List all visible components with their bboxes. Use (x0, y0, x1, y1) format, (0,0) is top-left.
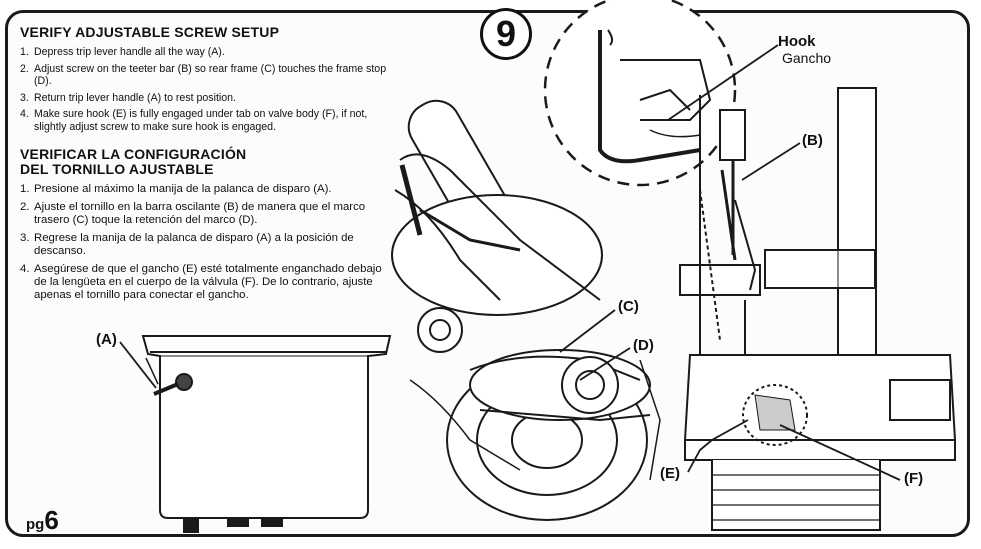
spanish-heading-line1: VERIFICAR LA CONFIGURACIÓN (20, 146, 247, 162)
english-step: 1. Depress trip lever handle all the way … (20, 46, 390, 59)
step-number: 4. (20, 263, 30, 275)
step-text: Depress trip lever handle all the way (A… (34, 46, 225, 58)
spanish-steps: 1. Presione al máximo la manija de la pal… (20, 183, 390, 302)
step-number: 2. (20, 62, 29, 75)
english-step: 4. Make sure hook (E) is fully engaged un… (20, 108, 390, 133)
label-hook-en: Hook (778, 33, 816, 50)
english-steps: 1. Depress trip lever handle all the way … (20, 46, 390, 133)
english-step: 2. Adjust screw on the teeter bar (B) so … (20, 63, 390, 88)
label-a: (A) (96, 331, 117, 348)
page-number-value: 6 (44, 505, 59, 535)
hook-detail-inset (543, 0, 737, 187)
step-text: Regrese la manija de la palanca de dispa… (34, 232, 354, 257)
leader-hook (667, 44, 779, 121)
step-text: Return trip lever handle (A) to rest pos… (34, 91, 236, 104)
english-heading: VERIFY ADJUSTABLE SCREW SETUP (20, 24, 280, 40)
leader-f (779, 424, 901, 481)
spanish-step: 4. Asegúrese de que el gancho (E) esté to… (20, 263, 390, 302)
label-c: (C) (618, 298, 639, 315)
step-number: 4. (20, 108, 29, 120)
step-number: 1. (20, 46, 29, 58)
leader-d (579, 347, 631, 381)
valve-assembly-drawing (679, 87, 957, 531)
leader-a (119, 341, 157, 389)
leader-lines (119, 44, 901, 481)
spanish-heading-line2: DEL TORNILLO AJUSTABLE (20, 161, 214, 177)
step-number: 3. (20, 232, 30, 244)
label-hook-es: Gancho (782, 50, 832, 66)
label-f: (F) (904, 470, 924, 487)
step-text: Adjust screw on the teeter bar (B) so re… (34, 62, 387, 88)
step-text: Asegúrese de que el gancho (E) esté tota… (34, 263, 382, 301)
page-number: pg6 (26, 505, 59, 536)
step-number-badge: 9 (480, 8, 532, 60)
label-d: (D) (633, 337, 654, 354)
step-text: Ajuste el tornillo en la barra oscilante… (34, 201, 366, 226)
spanish-step: 1. Presione al máximo la manija de la pal… (20, 183, 390, 196)
label-b: (B) (802, 132, 823, 149)
spanish-step: 3. Regrese la manija de la palanca de dis… (20, 232, 390, 258)
label-e: (E) (660, 465, 680, 482)
spanish-step: 2. Ajuste el tornillo en la barra oscilan… (20, 201, 390, 227)
page-prefix: pg (26, 516, 45, 533)
flush-valve-mechanism-drawing (391, 99, 661, 521)
toilet-tank-drawing (141, 335, 392, 533)
leader-e (687, 419, 749, 473)
step-text: Make sure hook (E) is fully engaged unde… (34, 108, 368, 133)
leader-c (559, 309, 616, 353)
instructions-column: VERIFY ADJUSTABLE SCREW SETUP 1. Depress … (20, 24, 390, 307)
english-step: 3. Return trip lever handle (A) to rest p… (20, 92, 390, 105)
step-number: 3. (20, 91, 29, 104)
step-number: 1. (20, 183, 30, 195)
step-text: Presione al máximo la manija de la palan… (34, 183, 332, 195)
step-number: 2. (20, 201, 30, 213)
leader-b (741, 142, 801, 181)
